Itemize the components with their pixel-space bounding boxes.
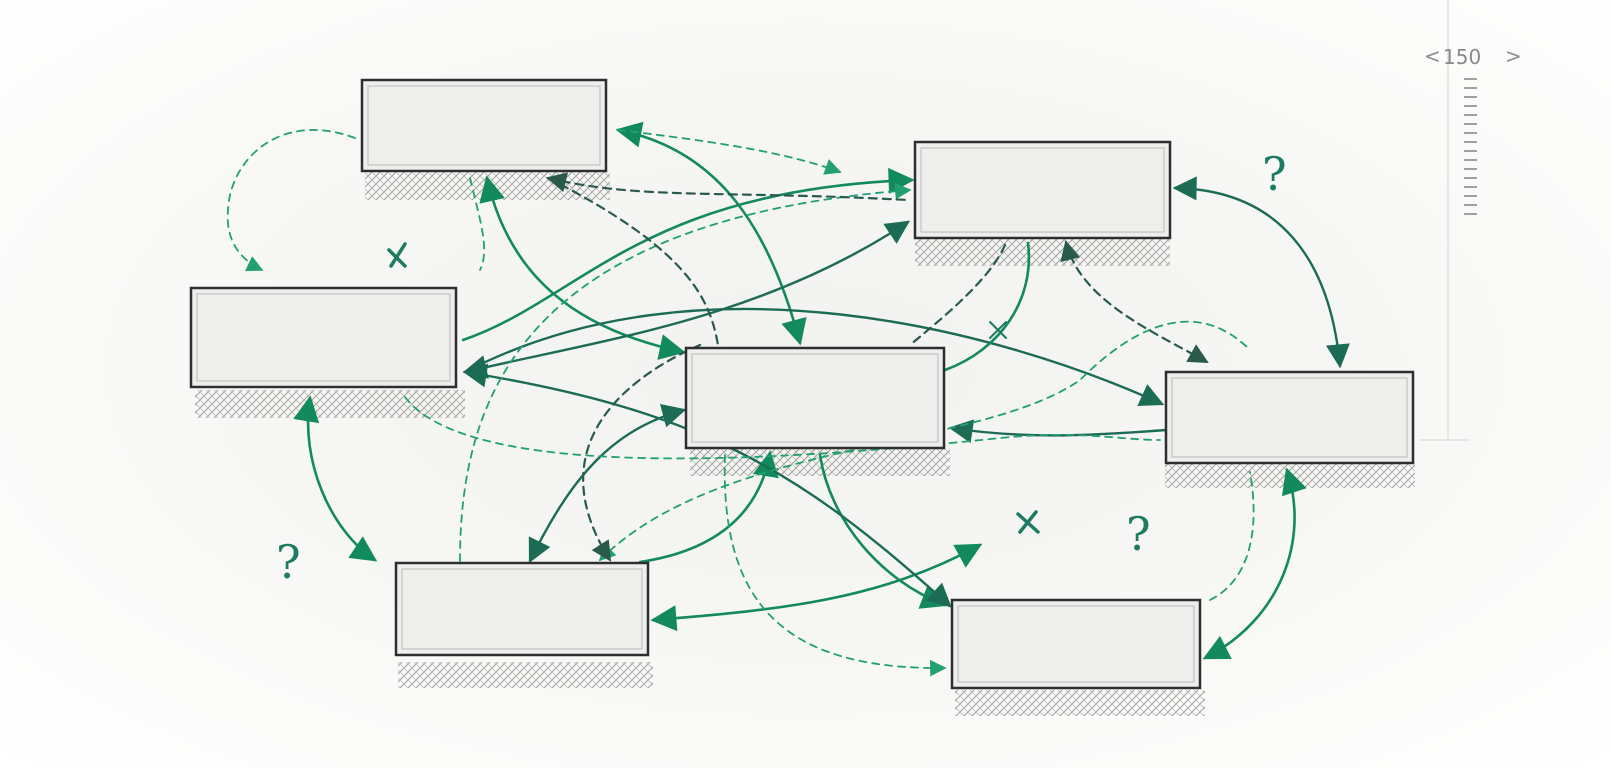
ruler-ticks xyxy=(1464,78,1477,215)
node-6[interactable] xyxy=(394,561,650,657)
node-2[interactable] xyxy=(913,140,1172,240)
question-mark-icon: ? xyxy=(1262,147,1287,201)
question-mark-icon: ? xyxy=(1126,507,1151,561)
cross-mark-icon xyxy=(387,242,407,268)
ruler-right-bracket: > xyxy=(1505,44,1522,68)
edge-n4-n6-darkdash xyxy=(582,343,702,562)
edge-n4-n7 xyxy=(818,453,948,609)
edge-n5-n4 xyxy=(948,419,1168,444)
edge-n5-n7 xyxy=(1202,467,1307,660)
edge-n2-n4-darkdash xyxy=(908,243,1007,347)
edge-n3-n6 xyxy=(293,395,378,562)
question-marks: ? ? ? xyxy=(276,147,1287,589)
edge-n6-n4b xyxy=(528,404,687,564)
edges xyxy=(226,121,1350,677)
ruler-left-bracket: < xyxy=(1424,44,1441,68)
edge-n4-n7-dashed xyxy=(723,454,947,677)
edge-n2-n5-darkdash xyxy=(1060,240,1209,364)
edge-n3-n7 xyxy=(462,363,952,608)
edge-n2-n5 xyxy=(1172,176,1350,369)
edge-n1-n3-dashed xyxy=(226,129,356,272)
node-7[interactable] xyxy=(950,598,1202,690)
nodes xyxy=(189,78,1415,690)
node-3[interactable] xyxy=(189,286,458,389)
ruler: < 150 > xyxy=(1420,0,1522,441)
edge-n1-n2-darkdash xyxy=(546,172,910,202)
edge-n1-n4-darkdash xyxy=(546,176,720,347)
cross-mark-icon xyxy=(1016,510,1040,534)
cross-marks xyxy=(387,242,1040,534)
edge-n1-n4b xyxy=(479,175,686,360)
edge-n3-n5-dashed xyxy=(404,396,1161,460)
node-5[interactable] xyxy=(1164,370,1415,465)
edge-n1-n2-dashed xyxy=(617,129,842,175)
edge-n2-n4 xyxy=(943,241,1031,372)
question-mark-icon: ? xyxy=(276,535,301,589)
ruler-value: 150 xyxy=(1443,45,1481,69)
node-1[interactable] xyxy=(360,78,608,173)
edge-n7-n5-dashed xyxy=(1209,471,1255,601)
edge-n3-n5 xyxy=(463,307,1165,406)
edge-n6-n2-dashed xyxy=(459,182,912,562)
edge-n1-n3-dash2 xyxy=(469,177,486,271)
edge-n6-n7 xyxy=(650,543,983,632)
cross-mark-icon xyxy=(989,321,1007,339)
edge-n3-n2b xyxy=(462,220,911,379)
node-4[interactable] xyxy=(684,346,946,450)
